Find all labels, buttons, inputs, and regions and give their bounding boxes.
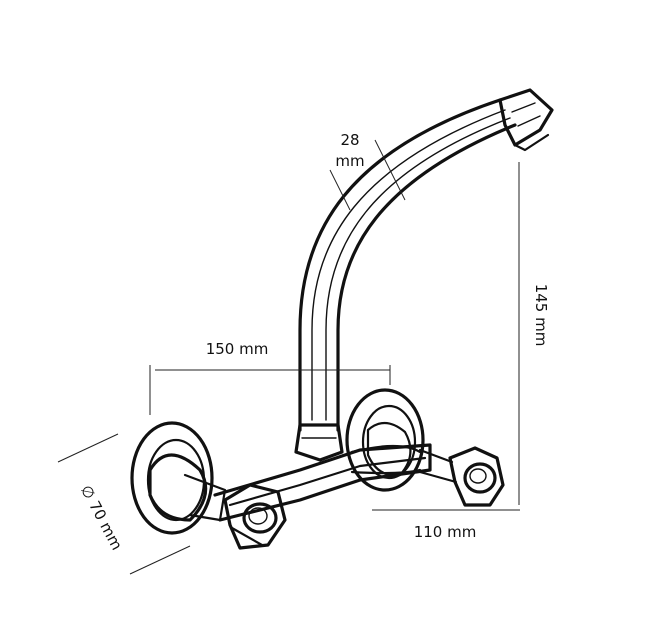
left-wall-flange — [130, 421, 227, 535]
pipe-diameter-tick-left — [329, 169, 351, 211]
spout-reach-label: 110 mm — [414, 523, 477, 541]
flange-diameter-label: ∅ 70 mm — [77, 482, 126, 553]
dimension-lines — [57, 139, 520, 575]
right-handle — [418, 446, 505, 507]
pipe-diameter-unit: mm — [335, 152, 364, 170]
left-handle — [223, 483, 287, 550]
right-wall-flange — [345, 388, 425, 492]
pipe-diameter-value: 28 — [340, 131, 359, 149]
spout-collar — [294, 423, 344, 462]
center-distance-label: 150 mm — [206, 340, 269, 358]
spout-aerator — [498, 88, 554, 152]
flange-diameter-extent-bottom — [129, 545, 191, 575]
height-label: 145 mm — [532, 284, 550, 347]
faucet-sketch — [130, 88, 554, 550]
pipe-diameter-tick-right — [374, 139, 406, 201]
flange-diameter-extent-top — [57, 433, 119, 463]
spout-gooseneck — [298, 98, 517, 432]
